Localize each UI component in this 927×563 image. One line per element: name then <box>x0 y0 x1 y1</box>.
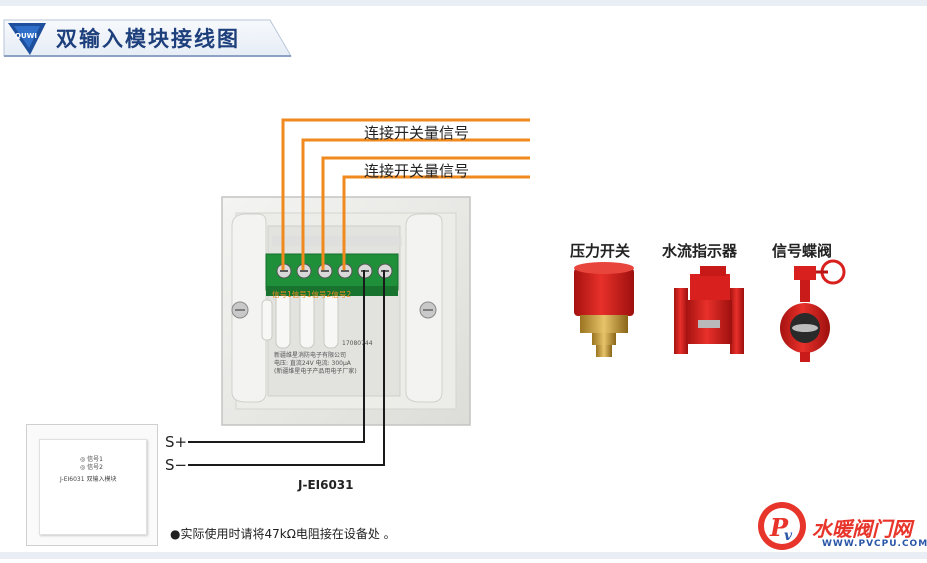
terminal-screws <box>276 263 393 279</box>
signal-butterfly-valve-icon <box>780 259 846 362</box>
signal-2-label: 连接开关量信号 <box>364 162 470 180</box>
watermark-sub: WWW.PVCPU.COM <box>822 539 927 549</box>
logo-text: QUWI <box>15 32 37 40</box>
top-band <box>0 0 927 6</box>
module-model: J-EI6031 <box>298 478 354 492</box>
wire-signal2-b <box>342 175 530 270</box>
board-text-2: 新疆维星消防电子有限公司 <box>274 352 347 359</box>
module-plate <box>221 196 471 426</box>
device-label-water-flow-indicator: 水流指示器 <box>662 242 738 260</box>
wire-signal1-b <box>301 138 530 270</box>
thumbnail-label: J-EI6031 双输入模块 <box>60 476 117 483</box>
thumbnail-face: ◎ 信号1 ◎ 信号2 J-EI6031 双输入模块 <box>39 439 147 535</box>
header-banner: QUWI <box>3 19 292 57</box>
power-minus-label: S− <box>165 456 188 474</box>
orange-wires <box>281 118 530 270</box>
board-text-4: (新疆维星电子产品用电子厂家) <box>274 368 357 375</box>
svg-text:P: P <box>769 513 789 542</box>
device-label-signal-butterfly-valve: 信号蝶阀 <box>772 242 833 260</box>
usage-note: ●实际使用时请将47kΩ电阻接在设备处 。 <box>170 527 396 541</box>
module-thumbnail: ◎ 信号1 ◎ 信号2 J-EI6031 双输入模块 <box>26 424 158 546</box>
terminal-block: 信号1信号1信号2信号2 <box>265 253 399 299</box>
power-wires <box>188 270 385 466</box>
watermark-main: 水暖阀门网 <box>812 517 912 541</box>
board-text-3: 电压: 直流24V 电流: 300μA <box>274 360 351 367</box>
bottom-band <box>0 552 927 559</box>
wire-signal1-a <box>281 118 530 270</box>
pressure-switch-icon <box>574 262 634 357</box>
thumbnail-line-1: ◎ 信号1 <box>80 456 103 463</box>
thumbnail-line-2: ◎ 信号2 <box>80 464 103 471</box>
wire-s-minus <box>188 270 385 466</box>
svg-text:v: v <box>784 528 793 544</box>
power-plus-label: S+ <box>165 433 188 451</box>
wire-signal2-a <box>321 156 530 270</box>
wire-s-plus <box>188 270 365 443</box>
device-label-pressure-switch: 压力开关 <box>570 242 631 260</box>
page-title: 双输入模块接线图 <box>56 27 240 51</box>
board-text-1: 17080744 <box>342 340 373 347</box>
signal-1-label: 连接开关量信号 <box>364 124 470 142</box>
watermark-logo-icon: P v <box>758 502 806 550</box>
water-flow-indicator-icon <box>674 266 744 354</box>
terminal-overlay-label: 信号1信号1信号2信号2 <box>272 289 351 299</box>
